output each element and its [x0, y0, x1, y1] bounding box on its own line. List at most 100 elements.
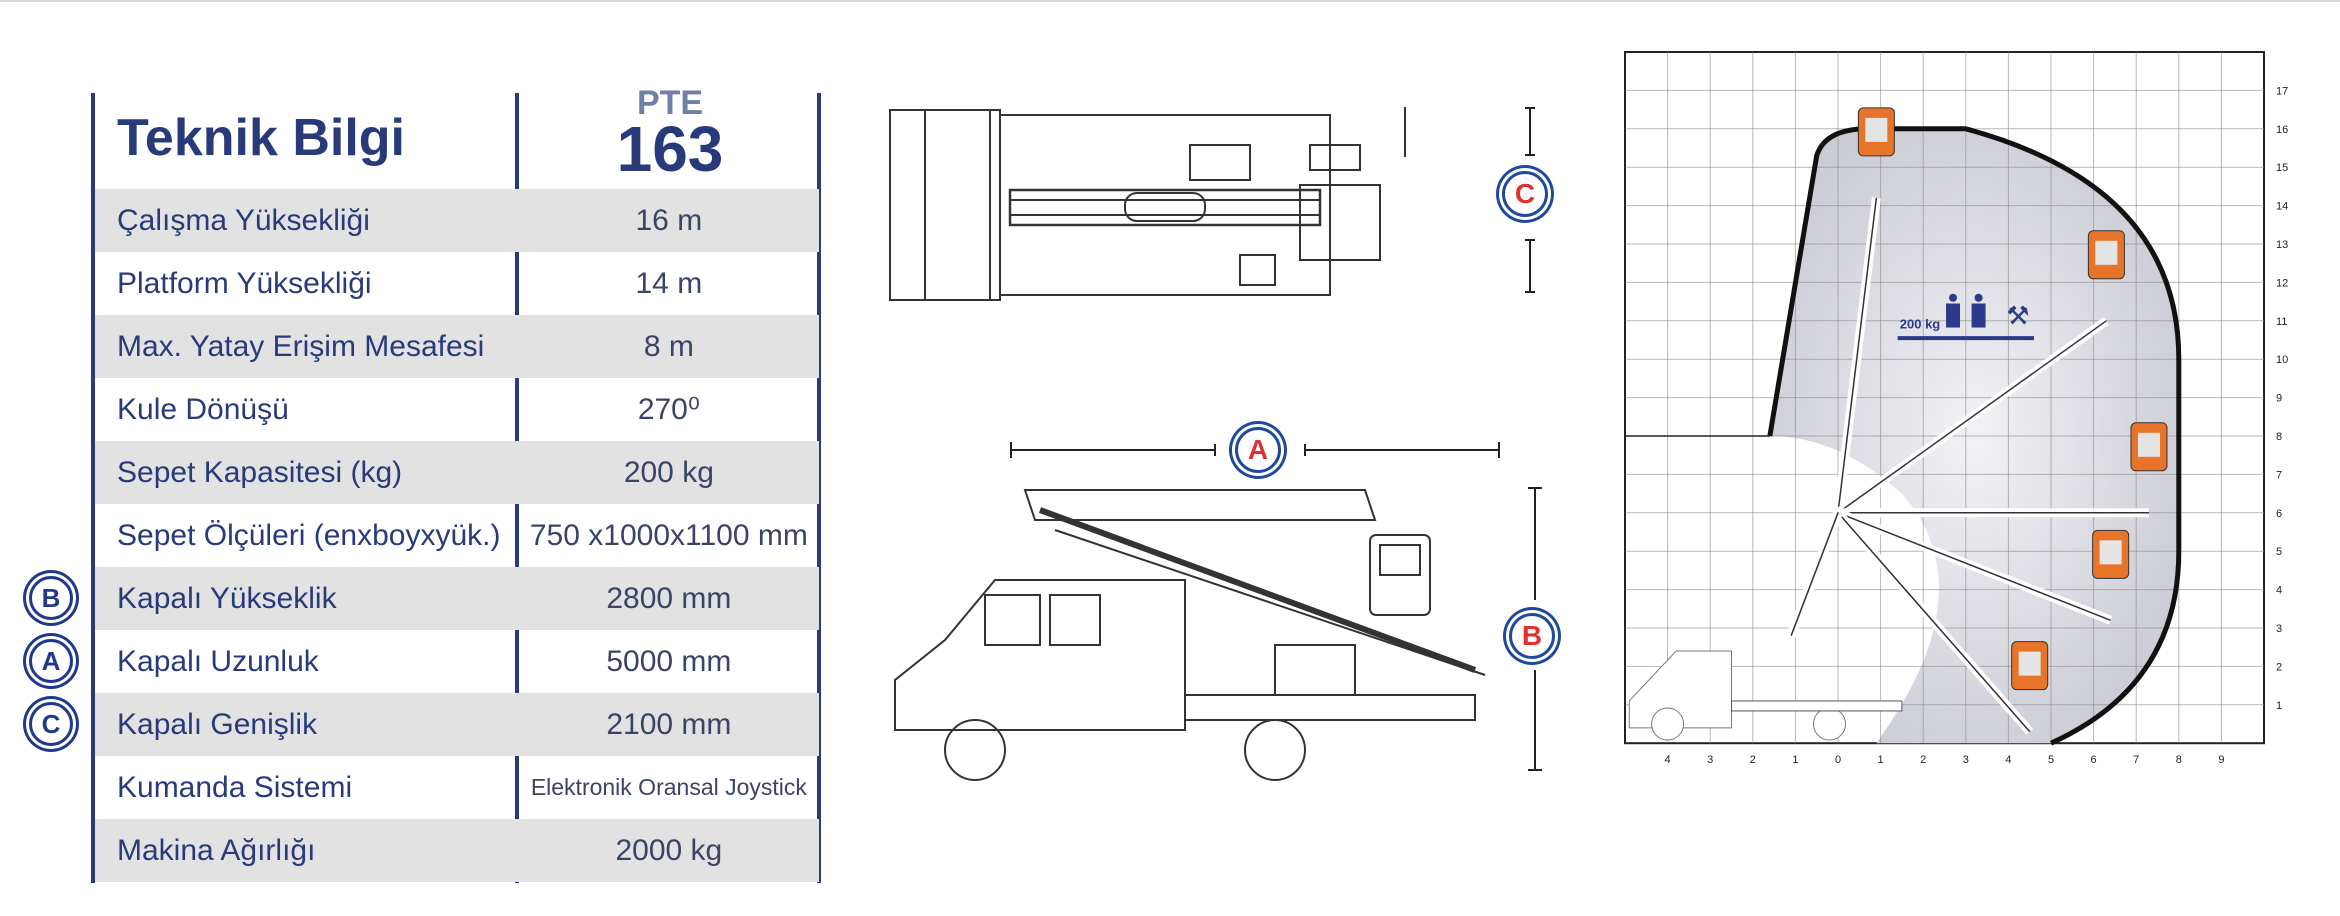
spec-label: Kapalı Uzunluk [117, 644, 319, 678]
dimension-c-line [1525, 107, 1535, 293]
spec-label: Platform Yüksekliği [117, 266, 372, 300]
x-tick-label: 4 [2005, 754, 2011, 766]
basket-window [2099, 540, 2122, 565]
basket-window [2095, 240, 2118, 265]
y-tick-label: 3 [2276, 623, 2282, 635]
spec-value: 200 kg [623, 455, 714, 489]
spec-row: Max. Yatay Erişim Mesafesi 8 m [95, 315, 819, 378]
y-tick-label: 11 [2276, 316, 2287, 328]
x-tick-label: 8 [2176, 754, 2182, 766]
x-tick-label: 1 [1792, 754, 1798, 766]
dimension-a-badge: A [1235, 427, 1281, 473]
x-tick-label: 3 [1963, 754, 1969, 766]
spec-row: Platform Yüksekliği 14 m [95, 252, 819, 315]
boom-arm-edge [1837, 320, 2107, 514]
table-right-border [817, 93, 821, 883]
top-divider [0, 0, 2340, 2]
x-tick-label: 0 [1835, 754, 1841, 766]
y-tick-label: 16 [2276, 124, 2288, 136]
y-tick-label: 5 [2276, 546, 2282, 558]
dimension-a-line [1010, 442, 1500, 458]
capacity-label: 200 kg [1900, 316, 1941, 331]
spec-value: 8 m [643, 329, 694, 363]
dimension-badge-a: A [29, 639, 73, 683]
spec-value: 750 x1000x1100 mm [529, 518, 808, 552]
table-title: Teknik Bilgi [117, 109, 405, 167]
model-prefix: PTE [636, 84, 704, 122]
spec-label: Sepet Kapasitesi (kg) [117, 455, 403, 489]
y-tick-label: 4 [2276, 585, 2282, 597]
spec-label: Kule Dönüşü [117, 392, 289, 426]
truck-chassis [1731, 700, 1903, 712]
lower-boom-edge [1790, 512, 1839, 636]
y-tick-label: 14 [2276, 201, 2288, 213]
spec-row: Makina Ağırlığı 2000 kg [95, 819, 819, 882]
basket-window [2018, 651, 2041, 676]
spec-label: Kapalı Genişlik [117, 707, 318, 741]
boom-arm-edge [1837, 512, 2031, 733]
y-tick-label: 12 [2276, 277, 2288, 289]
spec-value: 270⁰ [637, 393, 700, 426]
worker-icon [1949, 293, 1958, 302]
y-tick-label: 13 [2276, 239, 2288, 251]
x-tick-label: 3 [1707, 754, 1713, 766]
spec-label: Kapalı Yükseklik [117, 581, 337, 615]
x-tick-label: 4 [1665, 754, 1671, 766]
x-tick-label: 9 [2218, 754, 2224, 766]
basket-window [2137, 432, 2160, 457]
x-tick-label: 2 [1750, 754, 1756, 766]
spec-value: Elektronik Oransal Joystick [530, 774, 807, 800]
truck-top-view [889, 107, 1406, 301]
y-tick-label: 7 [2276, 469, 2282, 481]
y-tick-label: 1 [2276, 700, 2282, 712]
spec-label: Makina Ağırlığı [117, 833, 316, 867]
dimension-b-badge: B [1509, 613, 1555, 659]
y-tick-label: 15 [2276, 162, 2288, 174]
x-tick-label: 1 [1878, 754, 1884, 766]
boom-arm-edge [1837, 197, 1878, 513]
spec-label: Max. Yatay Erişim Mesafesi [117, 329, 485, 363]
dimension-badge-b: B [29, 576, 73, 620]
x-tick-label: 6 [2091, 754, 2097, 766]
x-tick-label: 2 [1920, 754, 1926, 766]
spec-row: Sepet Ölçüleri (enxboyxyük.) 750 x1000x11… [95, 504, 819, 567]
worker-icon-body [1946, 303, 1961, 328]
basket-window [1865, 117, 1888, 142]
model-number: 163 [616, 113, 724, 185]
spec-row: Kapalı Genişlik 2100 mm [95, 693, 819, 756]
spec-value: 16 m [635, 203, 703, 237]
spec-value: 14 m [635, 266, 703, 300]
truck-wheel [1651, 707, 1685, 741]
truck-wheel [1812, 707, 1846, 741]
truck-side-view [894, 489, 1486, 781]
y-tick-label: 9 [2276, 393, 2282, 405]
worker-icon-body [1971, 303, 1986, 328]
y-tick-label: 17 [2276, 85, 2288, 97]
dimension-badge-c: C [29, 702, 73, 746]
spec-value: 2100 mm [606, 707, 732, 741]
y-tick-label: 8 [2276, 431, 2282, 443]
dimension-b-line [1528, 487, 1542, 771]
spec-row: Sepet Kapasitesi (kg) 200 kg [95, 441, 819, 504]
spec-label: Sepet Ölçüleri (enxboyxyük.) [117, 518, 501, 552]
truck-outline [1628, 650, 1732, 729]
y-tick-label: 6 [2276, 508, 2282, 520]
boom-arm-edge [1837, 512, 2111, 622]
envelope-outline [1767, 126, 2182, 746]
spec-value: 5000 mm [606, 644, 732, 678]
table-left-border [91, 93, 95, 883]
dimension-c-badge: C [1502, 171, 1548, 217]
worker-icon [1974, 293, 1983, 302]
spec-label: Kumanda Sistemi [117, 770, 353, 804]
y-tick-label: 2 [2276, 661, 2282, 673]
tools-icon: ⚒ [2006, 302, 2029, 332]
x-tick-label: 7 [2133, 754, 2139, 766]
x-tick-label: 5 [2048, 754, 2054, 766]
spec-row: Kapalı Uzunluk 5000 mm [95, 630, 819, 693]
spec-value: 2000 kg [615, 833, 723, 867]
spec-row: Kumanda Sistemi Elektronik Oransal Joysti… [95, 756, 819, 819]
spec-row: Kule Dönüşü 270⁰ [95, 378, 819, 441]
